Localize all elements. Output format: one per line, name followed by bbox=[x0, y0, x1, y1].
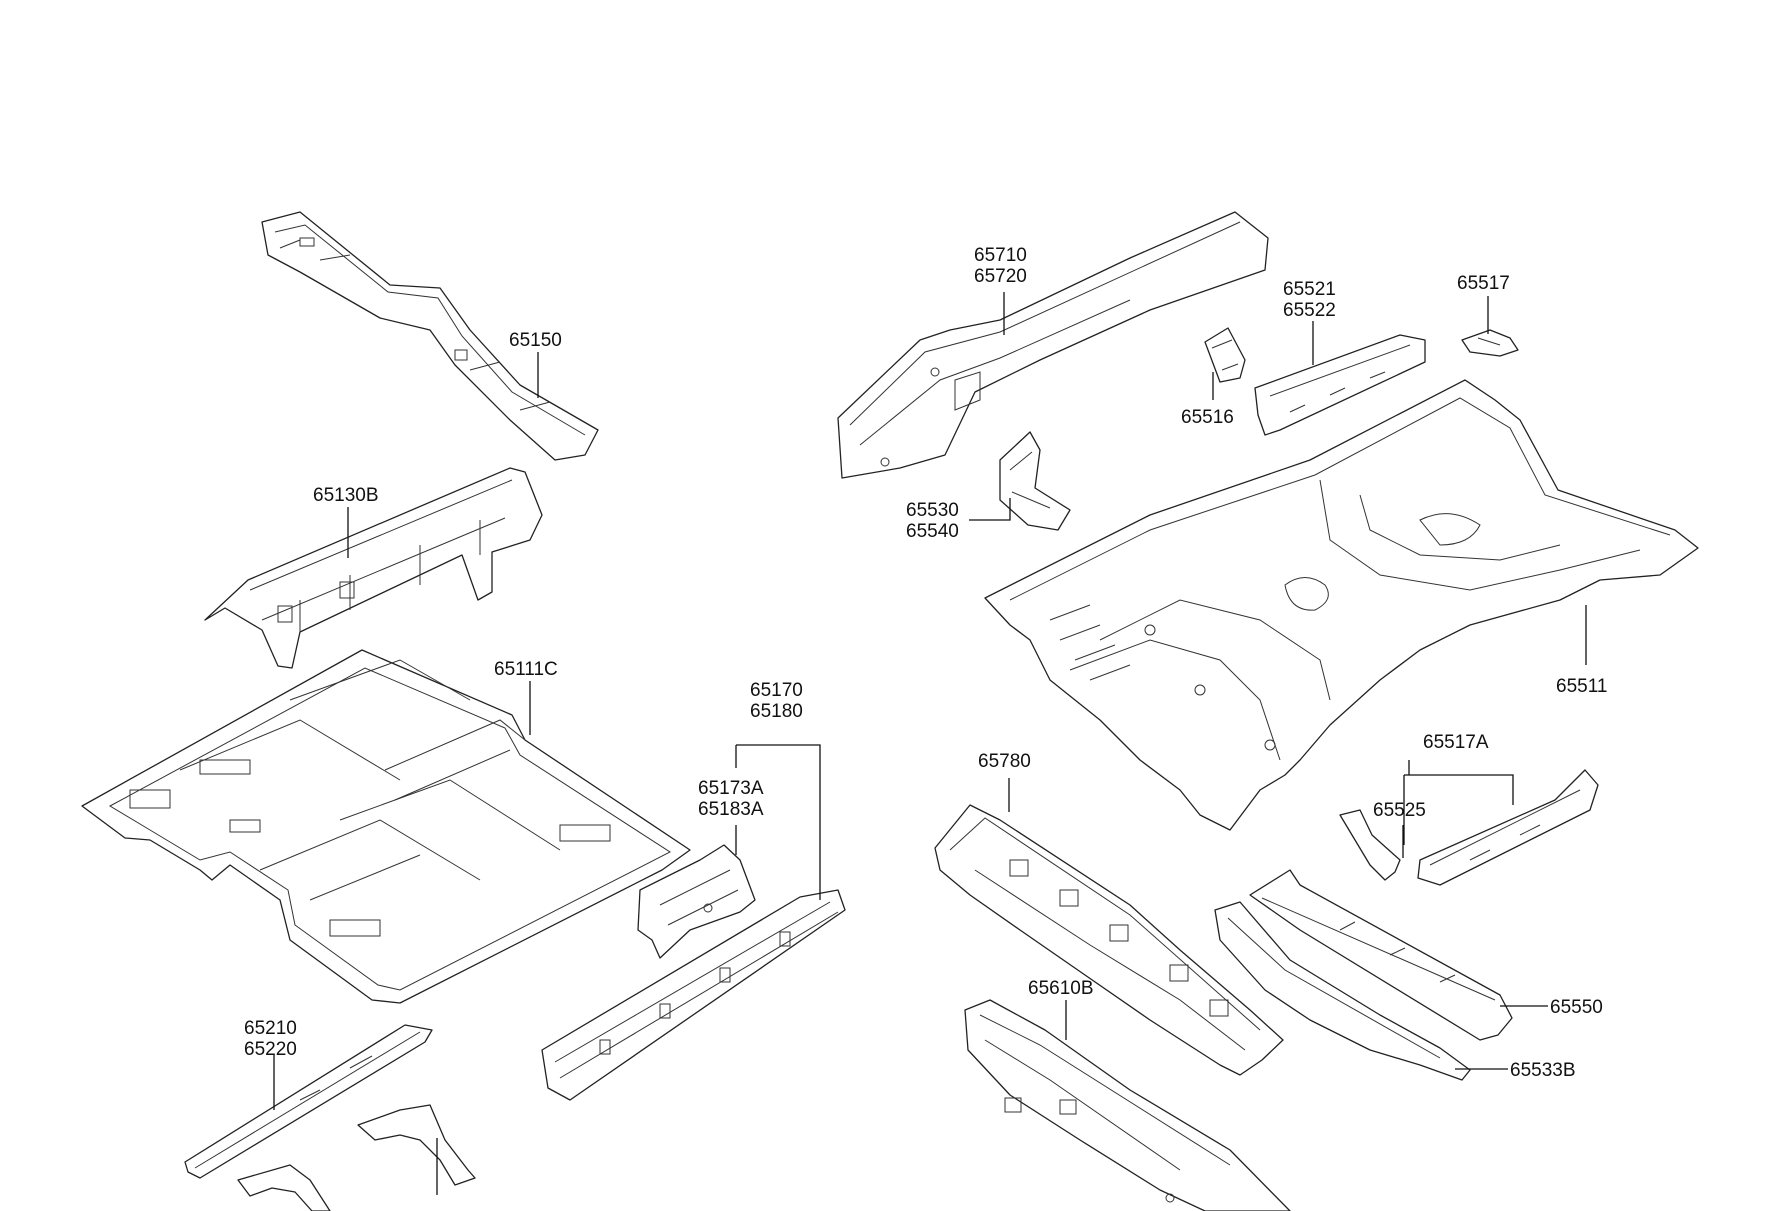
part-labels: 65150 65130B 65111C 65170 65180 65173A 6… bbox=[244, 245, 1607, 1081]
label-65550[interactable]: 65550 bbox=[1550, 997, 1603, 1018]
label-65173a[interactable]: 65173A bbox=[698, 778, 764, 799]
label-65710[interactable]: 65710 bbox=[974, 245, 1027, 266]
part-65550-member[interactable] bbox=[1249, 869, 1513, 1041]
part-65517a-bracket[interactable] bbox=[1417, 769, 1599, 886]
label-65220[interactable]: 65220 bbox=[244, 1039, 297, 1060]
part-65533b-member[interactable] bbox=[1214, 901, 1471, 1081]
label-65130b[interactable]: 65130B bbox=[313, 485, 379, 506]
part-65111c-floor[interactable] bbox=[81, 649, 691, 1004]
label-65521[interactable]: 65521 bbox=[1283, 279, 1336, 300]
part-65521-crossmember[interactable] bbox=[1254, 334, 1426, 436]
part-65210-member[interactable] bbox=[184, 1024, 433, 1179]
label-65210[interactable]: 65210 bbox=[244, 1018, 297, 1039]
label-65540[interactable]: 65540 bbox=[906, 521, 959, 542]
label-65525[interactable]: 65525 bbox=[1373, 800, 1426, 821]
label-65150[interactable]: 65150 bbox=[509, 330, 562, 351]
part-65780-crossmember[interactable] bbox=[934, 804, 1284, 1076]
part-65610b-crossmember[interactable] bbox=[964, 999, 1291, 1211]
label-65530[interactable]: 65530 bbox=[906, 500, 959, 521]
label-65170[interactable]: 65170 bbox=[750, 680, 803, 701]
label-65517a[interactable]: 65517A bbox=[1423, 732, 1489, 753]
part-65150-crossmember[interactable] bbox=[261, 211, 599, 461]
part-bottom-brackets[interactable] bbox=[237, 1104, 476, 1211]
label-65511[interactable]: 65511 bbox=[1556, 676, 1607, 697]
label-65720[interactable]: 65720 bbox=[974, 266, 1027, 287]
part-65517-clip[interactable] bbox=[1461, 329, 1519, 357]
label-65111c[interactable]: 65111C bbox=[494, 659, 558, 680]
label-65610b[interactable]: 65610B bbox=[1028, 978, 1094, 999]
part-65525-bracket[interactable] bbox=[1339, 809, 1401, 881]
label-65180[interactable]: 65180 bbox=[750, 701, 803, 722]
label-65780[interactable]: 65780 bbox=[978, 751, 1031, 772]
part-65130b-crossmember[interactable] bbox=[204, 467, 543, 669]
label-65533b[interactable]: 65533B bbox=[1510, 1060, 1576, 1081]
part-65710-member[interactable] bbox=[837, 211, 1269, 479]
label-65516[interactable]: 65516 bbox=[1181, 407, 1234, 428]
leader-lines bbox=[273, 292, 1587, 1195]
label-65517[interactable]: 65517 bbox=[1457, 273, 1510, 294]
part-65170-sill[interactable] bbox=[541, 889, 846, 1101]
part-65516-bracket[interactable] bbox=[1204, 327, 1246, 383]
label-65183a[interactable]: 65183A bbox=[698, 799, 764, 820]
label-65522[interactable]: 65522 bbox=[1283, 300, 1336, 321]
part-65511-rear-floor[interactable] bbox=[984, 379, 1699, 831]
part-65530-bracket[interactable] bbox=[999, 431, 1071, 531]
part-65173a-bracket[interactable] bbox=[637, 844, 756, 959]
